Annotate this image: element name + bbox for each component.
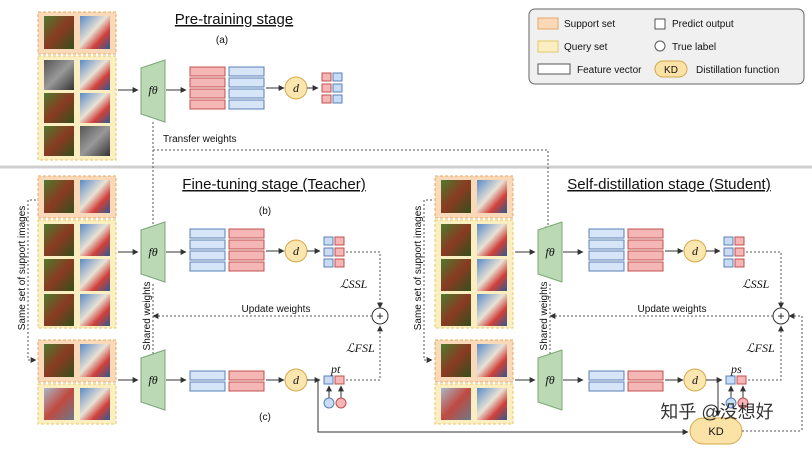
shared-weights-label: Shared weights [539, 282, 550, 351]
query-image [80, 93, 110, 123]
legend-distill: Distillation function [696, 65, 779, 76]
same-support-label: Same set of support images [17, 206, 28, 331]
query-image [44, 93, 74, 123]
encoder [140, 59, 166, 123]
loss-ssl: ℒSSL [340, 277, 368, 291]
encoder [537, 221, 563, 283]
legend: Support set Query set Feature vector Pre… [528, 8, 805, 85]
feature-stack [588, 228, 664, 272]
legend-support: Support set [564, 19, 615, 30]
student-prediction [736, 375, 747, 385]
selfdistill-panel: Self-distillation stage (Student) Same s… [413, 175, 803, 445]
label-c: (c) [259, 412, 271, 423]
query-image [44, 60, 74, 90]
transfer-arrow [153, 149, 551, 233]
query-image [44, 126, 74, 156]
pretraining-title: Pre-training stage [175, 11, 293, 28]
loss-fsl: ℒFSL [746, 341, 775, 355]
support-image [80, 16, 110, 49]
legend-feature: Feature vector [577, 65, 642, 76]
loss-ssl: ℒSSL [742, 277, 770, 291]
prediction-output [723, 236, 745, 268]
student-prediction-label: ps [730, 362, 742, 376]
query-image [80, 60, 110, 90]
true-label [335, 397, 347, 409]
true-label-swatch [654, 40, 666, 52]
shared-weights-label: Shared weights [142, 282, 153, 351]
predict-swatch [654, 18, 666, 30]
encoder [140, 349, 166, 411]
support-swatch [537, 17, 559, 30]
legend-true-label: True label [672, 42, 716, 53]
encoder [537, 349, 563, 411]
teacher-prediction-label: pt [330, 362, 341, 376]
kd-swatch [654, 60, 688, 78]
prediction-output [321, 72, 343, 104]
update-label: Update weights [638, 304, 707, 315]
svg-text:+: + [777, 309, 784, 323]
feature-stack [189, 370, 265, 392]
svg-text:d: d [293, 373, 300, 387]
svg-text:fθ: fθ [545, 245, 554, 259]
feature-stack [189, 66, 265, 110]
svg-text:fθ: fθ [545, 373, 554, 387]
true-label [737, 397, 749, 409]
encoder [140, 221, 166, 283]
loss-fsl: ℒFSL [346, 341, 375, 355]
feature-stack [588, 370, 664, 392]
kd-label: KD [708, 426, 723, 438]
finetuning-panel: Fine-tuning stage (Teacher) (b) (c) Same… [17, 175, 689, 435]
svg-text:d: d [692, 373, 699, 387]
same-support-label: Same set of support images [413, 206, 424, 331]
query-swatch [537, 40, 559, 53]
legend-predict: Predict output [672, 19, 734, 30]
true-label [725, 397, 737, 409]
update-label: Update weights [242, 304, 311, 315]
transfer-label: Transfer weights [163, 134, 237, 145]
teacher-to-kd [317, 380, 689, 435]
svg-text:fθ: fθ [148, 245, 157, 259]
label-a: (a) [216, 35, 228, 46]
query-image [80, 126, 110, 156]
pretraining-panel: Pre-training stage (a) fθ d [37, 11, 551, 233]
legend-query: Query set [564, 42, 608, 53]
feature-stack [189, 228, 265, 272]
selfdistill-title: Self-distillation stage (Student) [567, 176, 770, 193]
encoder-label: fθ [148, 83, 157, 97]
true-label [323, 397, 335, 409]
svg-text:fθ: fθ [148, 373, 157, 387]
prediction-output [323, 236, 345, 268]
support-image [44, 16, 74, 49]
teacher-prediction [334, 375, 345, 385]
finetuning-title: Fine-tuning stage (Teacher) [182, 176, 365, 193]
svg-text:d: d [692, 244, 699, 258]
feature-swatch [537, 63, 571, 75]
teacher-prediction [323, 375, 334, 385]
label-b: (b) [259, 206, 271, 217]
legend-kd-badge: KD [664, 65, 678, 76]
svg-text:+: + [376, 309, 383, 323]
student-prediction [725, 375, 736, 385]
svg-text:d: d [293, 244, 300, 258]
distance-label: d [293, 81, 300, 95]
watermark: 知乎 @没想好 [660, 402, 773, 422]
